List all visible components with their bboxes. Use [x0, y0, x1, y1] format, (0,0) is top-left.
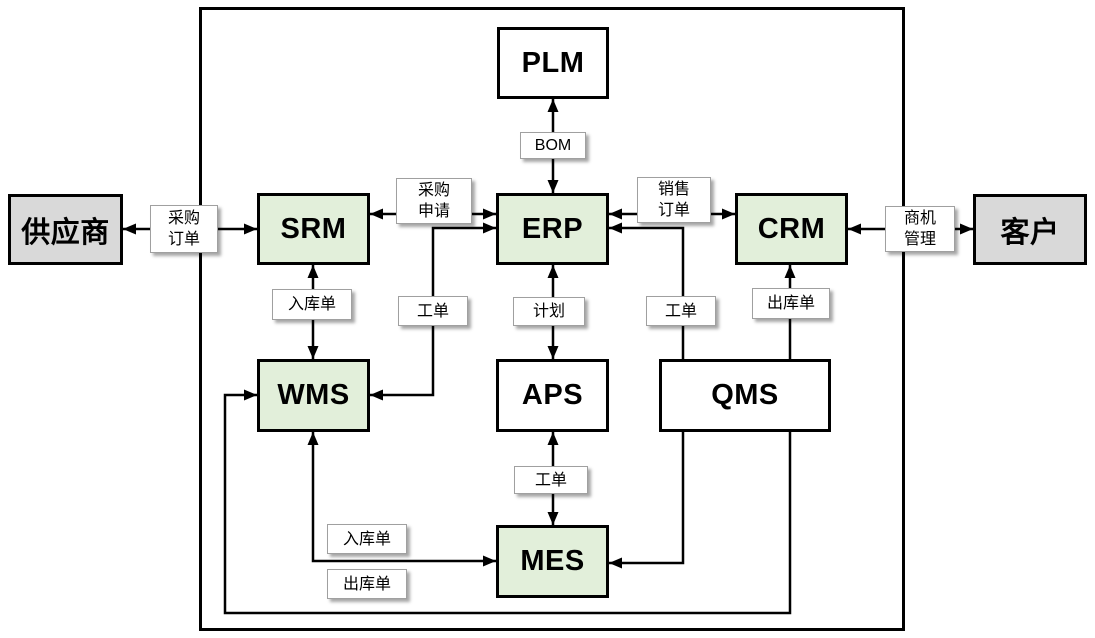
system-box-wms: WMS [257, 359, 370, 432]
box-label-erp: ERP [521, 212, 584, 245]
box-label-wms: WMS [277, 379, 350, 411]
box-label-customer: 客户 [1000, 216, 1060, 249]
flow-label-work-order-bottom: 工单 [514, 466, 588, 494]
flow-label-work-order-left: 工单 [398, 296, 468, 326]
flow-label-outbound-order-top: 出库单 [752, 288, 830, 319]
system-box-qms: QMS [659, 359, 831, 432]
box-label-supplier: 供应商 [21, 216, 110, 249]
flow-label-purchase-order: 采购 订单 [150, 205, 218, 253]
system-box-plm: PLM [497, 27, 609, 99]
connector-qms-erp [609, 222, 685, 359]
flow-label-inbound-order-top: 入库单 [272, 289, 352, 320]
flow-label-plan: 计划 [513, 297, 585, 326]
box-label-mes: MES [520, 545, 585, 577]
system-box-mes: MES [496, 525, 609, 598]
system-box-aps: APS [496, 359, 609, 432]
system-box-erp: ERP [496, 193, 609, 265]
system-box-crm: CRM [735, 193, 848, 265]
connector-qms-wms-long [223, 389, 792, 615]
flow-label-purchase-request: 采购 申请 [396, 178, 472, 224]
connector-qms-mes [609, 432, 685, 569]
flow-label-work-order-right: 工单 [646, 296, 716, 326]
box-label-qms: QMS [711, 379, 779, 411]
flow-label-outbound-order-bottom: 出库单 [327, 569, 407, 599]
flow-label-opportunity-mgmt: 商机 管理 [885, 206, 955, 252]
box-label-aps: APS [521, 379, 584, 411]
connector-wms-mes [307, 432, 496, 567]
system-box-srm: SRM [257, 193, 370, 265]
flow-label-inbound-order-bottom: 入库单 [327, 524, 407, 554]
flow-label-bom: BOM [520, 132, 586, 159]
external-box-supplier: 供应商 [8, 194, 123, 265]
box-label-srm: SRM [280, 212, 347, 245]
external-box-customer: 客户 [973, 194, 1087, 265]
outer-border [199, 7, 905, 631]
box-label-crm: CRM [757, 212, 826, 245]
flow-label-sales-order: 销售 订单 [637, 177, 711, 223]
box-label-plm: PLM [521, 46, 585, 79]
